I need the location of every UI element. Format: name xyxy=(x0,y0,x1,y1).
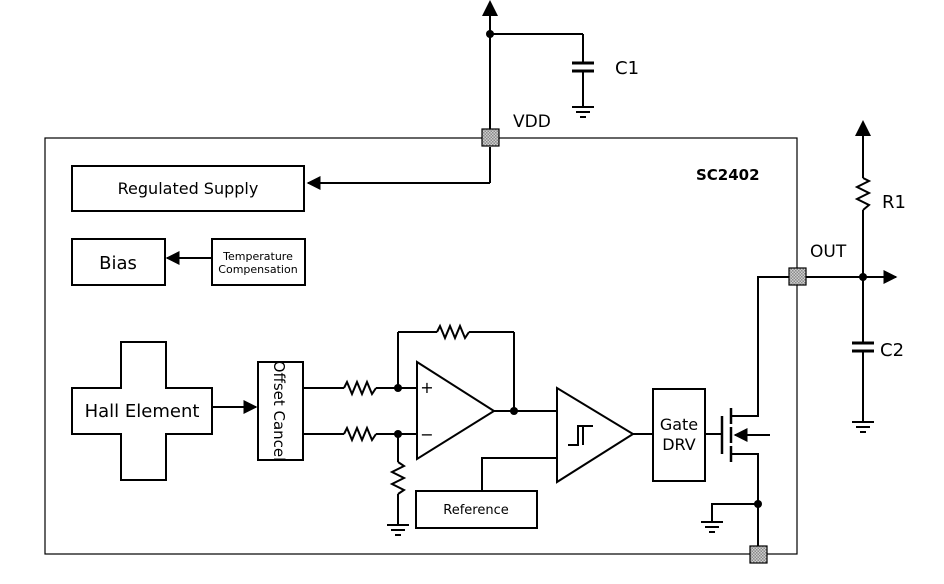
out-label: OUT xyxy=(810,242,847,262)
reference-label: Reference xyxy=(443,503,508,518)
c1-label: C1 xyxy=(615,58,639,79)
gate-drv-label-2: DRV xyxy=(662,435,696,454)
hysteresis-icon xyxy=(568,425,593,446)
schmitt-comparator xyxy=(556,386,635,484)
bias-label: Bias xyxy=(99,253,137,274)
hall-element-block xyxy=(71,341,213,481)
opamp-minus-sign: − xyxy=(420,425,433,444)
c2-label: C2 xyxy=(880,340,904,361)
gnd-pad xyxy=(749,545,768,564)
gate-drv-label-1: Gate xyxy=(660,415,698,434)
temperature-compensation-block xyxy=(211,238,306,286)
temperature-compensation-label-1: Temperature xyxy=(222,250,293,263)
vdd-label: VDD xyxy=(513,112,551,132)
r1-label: R1 xyxy=(882,192,906,213)
opamp-plus-sign: + xyxy=(420,378,433,397)
opamp-triangle xyxy=(416,360,496,461)
reference-block xyxy=(415,490,538,529)
hall-element-label: Hall Element xyxy=(85,401,200,422)
chip-name: SC2402 xyxy=(696,166,760,184)
regulated-supply-block xyxy=(71,165,305,212)
offset-cancel-label: Offset Cancel xyxy=(270,361,288,462)
temperature-compensation-label-2: Compensation xyxy=(218,263,297,276)
output-mosfet xyxy=(701,276,789,546)
chip-outline xyxy=(44,137,798,555)
bias-block xyxy=(71,238,166,286)
regulated-supply-label: Regulated Supply xyxy=(118,179,259,198)
offset-cancel-block xyxy=(257,361,304,461)
amplifier-network xyxy=(303,323,515,536)
output-network xyxy=(806,120,898,433)
vdd-pad xyxy=(481,128,500,147)
vdd-net xyxy=(306,0,594,190)
out-pad xyxy=(788,267,807,286)
